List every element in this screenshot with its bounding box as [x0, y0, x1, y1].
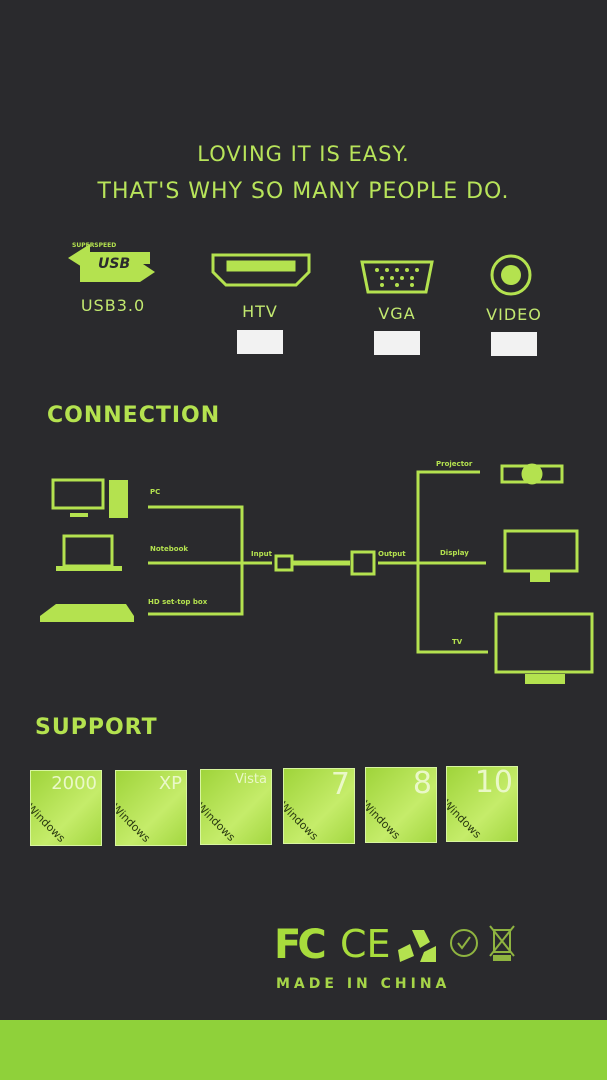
output-projector-label: Projector	[436, 460, 473, 468]
output-tv-label: TV	[452, 638, 463, 646]
set-top-box-icon	[40, 604, 134, 622]
headline-line-1: LOVING IT IS EASY.	[197, 142, 410, 166]
connection-title: CONNECTION	[47, 403, 221, 428]
pc-icon	[51, 478, 128, 518]
connection-diagram	[40, 463, 594, 684]
port-usb-label: USB3.0	[80, 296, 146, 315]
source-settopbox-label: HD set-top box	[148, 598, 208, 606]
made-in-china: MADE IN CHINA	[276, 976, 451, 992]
output-label: Output	[378, 550, 406, 558]
weee-bin-icon	[489, 925, 515, 961]
projector-icon	[500, 463, 564, 485]
source-pc-label: PC	[150, 488, 160, 496]
checkbox-hdmi	[237, 330, 283, 354]
notebook-icon	[56, 534, 122, 571]
port-hdmi-label: HTV	[242, 302, 278, 321]
display-icon	[503, 529, 579, 582]
source-notebook-label: Notebook	[150, 545, 188, 553]
adapter-cable-icon	[274, 550, 376, 576]
vga-port-icon	[360, 260, 434, 294]
support-title: SUPPORT	[35, 715, 158, 740]
rohs-badge-icon	[450, 929, 478, 957]
output-display-label: Display	[440, 549, 469, 557]
green-bottom-strip	[0, 1020, 607, 1080]
fcc-logo: FC	[274, 922, 327, 968]
usb-superspeed-icon: SUPERSPEED USB	[68, 242, 155, 282]
checkbox-video	[491, 332, 537, 356]
rca-video-icon	[490, 254, 532, 296]
ce-logo: CE	[340, 922, 391, 966]
hdmi-port-icon	[211, 253, 311, 287]
port-vga-label: VGA	[378, 304, 416, 323]
svg-text:USB: USB	[98, 256, 130, 272]
diagram-labels: PC Notebook HD set-top box Input Output …	[148, 460, 473, 646]
headline-line-2: THAT'S WHY SO MANY PEOPLE DO.	[97, 179, 510, 204]
svg-text:SUPERSPEED: SUPERSPEED	[72, 242, 116, 249]
port-video-label: VIDEO	[486, 305, 542, 324]
recycle-icon	[398, 930, 436, 962]
tv-icon	[494, 612, 594, 684]
input-label: Input	[251, 550, 273, 558]
checkbox-vga	[374, 331, 420, 355]
